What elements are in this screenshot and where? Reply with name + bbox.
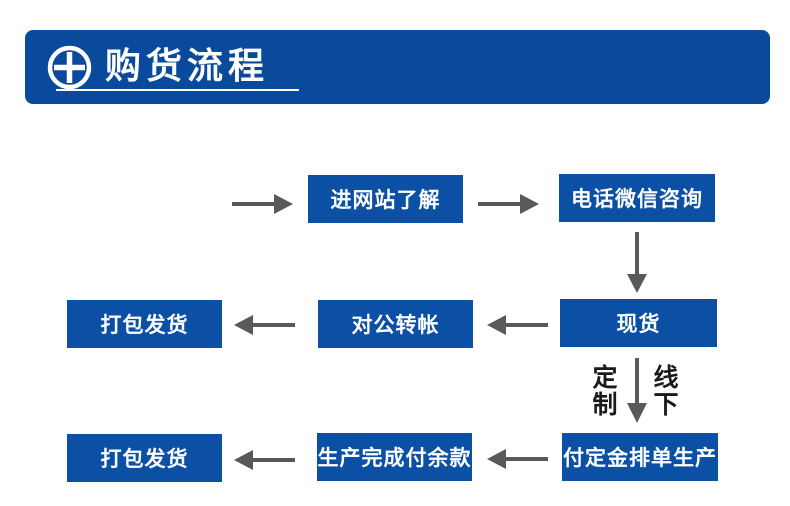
flow-step-deposit-production: 付定金排单生产 bbox=[562, 433, 718, 481]
flow-step-pack-ship-2: 打包发货 bbox=[67, 434, 222, 482]
flow-step-pay-balance: 生产完成付余款 bbox=[317, 433, 472, 481]
arrow-left-icon bbox=[487, 449, 548, 469]
arrow-right-icon bbox=[478, 194, 539, 214]
arrow-down-icon bbox=[627, 358, 647, 423]
flow-step-visit-website: 进网站了解 bbox=[308, 175, 463, 223]
arrow-left-icon bbox=[487, 315, 548, 335]
arrow-down-icon bbox=[627, 232, 647, 293]
flow-step-phone-wechat: 电话微信咨询 bbox=[559, 174, 715, 222]
arrow-left-icon bbox=[234, 315, 295, 335]
arrow-right-icon bbox=[232, 194, 293, 214]
branch-label-custom: 定制 bbox=[592, 363, 618, 419]
arrow-left-icon bbox=[234, 450, 295, 470]
flow-step-in-stock: 现货 bbox=[560, 299, 717, 347]
page-title: 购货流程 bbox=[105, 46, 270, 87]
plus-circle-icon bbox=[47, 45, 92, 90]
flow-step-corporate-transfer: 对公转帐 bbox=[318, 300, 473, 348]
title-underline bbox=[56, 89, 299, 91]
flow-step-pack-ship-1: 打包发货 bbox=[67, 300, 222, 348]
section-header-banner: 购货流程 bbox=[25, 30, 770, 104]
branch-label-offline: 线下 bbox=[653, 363, 679, 419]
